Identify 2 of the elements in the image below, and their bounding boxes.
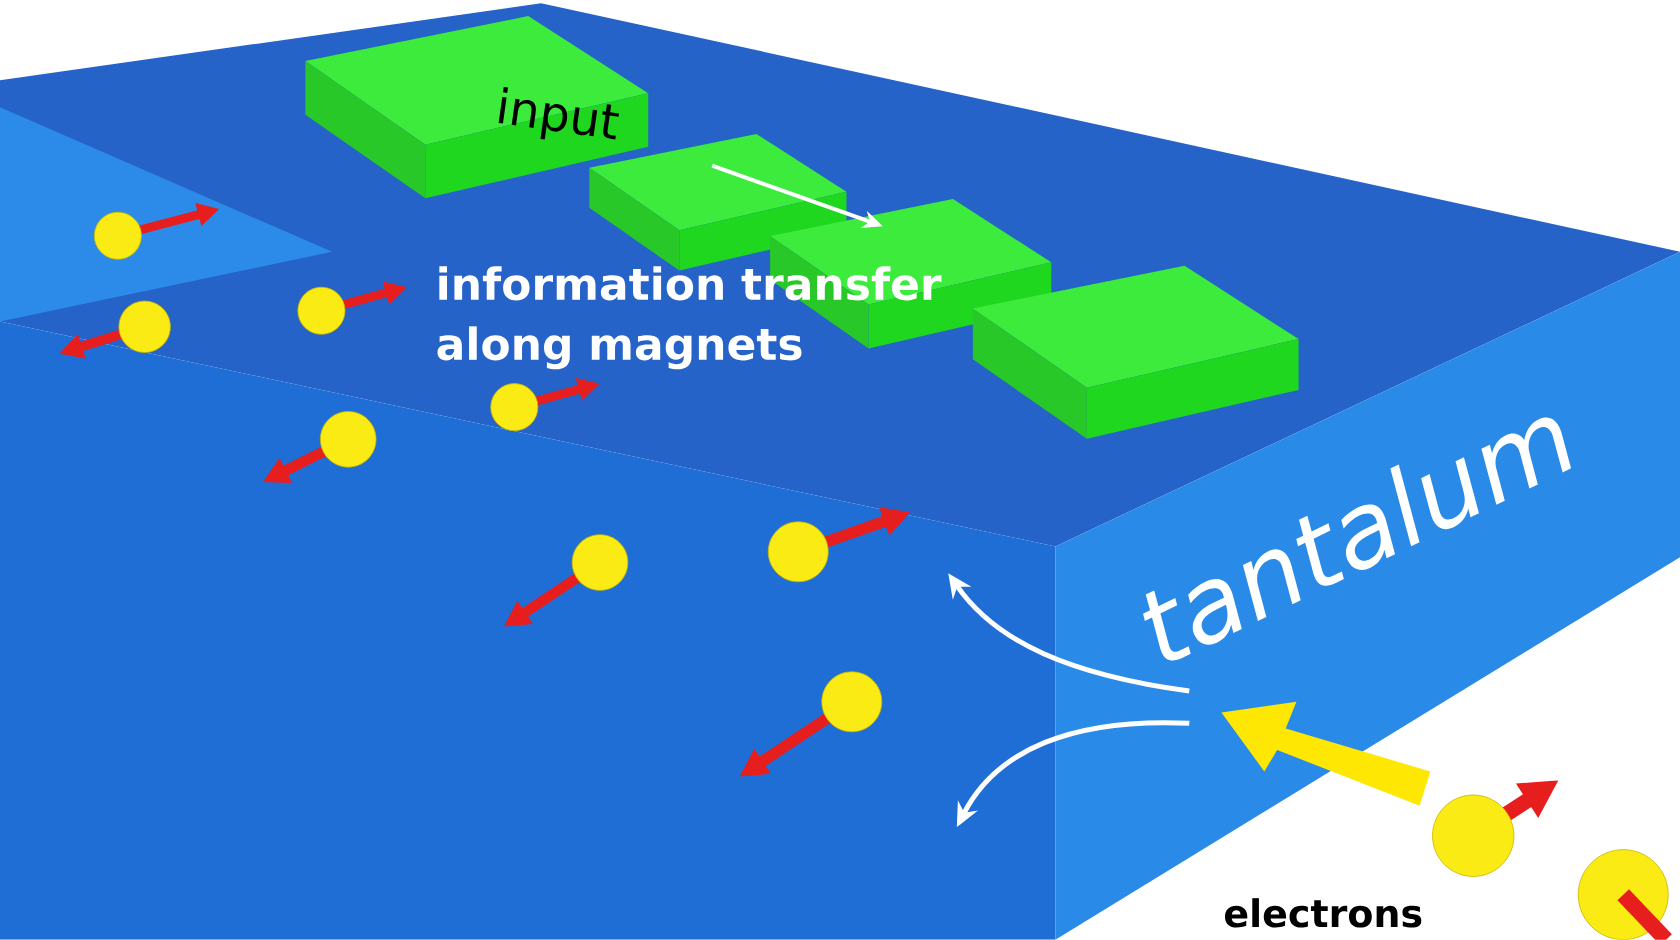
- magnet-block: input: [305, 16, 649, 199]
- particle-label: electrons: [1224, 898, 1422, 928]
